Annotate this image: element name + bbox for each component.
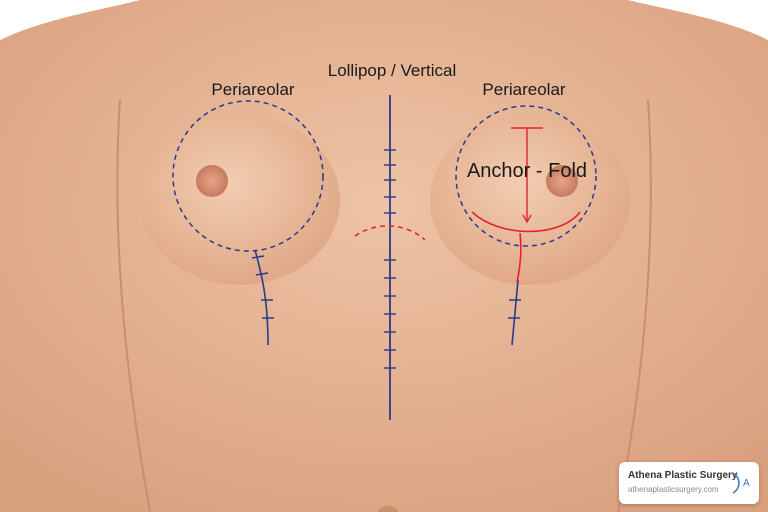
right-nipple	[546, 165, 578, 197]
right-periareolar-label: Periareolar	[482, 80, 566, 99]
navel	[378, 506, 398, 512]
left-nipple	[196, 165, 228, 197]
center-ticks	[384, 149, 396, 369]
badge-url: athenaplasticsurgery.com	[628, 485, 719, 494]
anchor-fold-incision	[471, 211, 581, 233]
badge-name: Athena Plastic Surgery	[628, 470, 738, 481]
right-breast	[430, 115, 630, 285]
lollipop-vertical-label: Lollipop / Vertical	[327, 61, 457, 80]
left-periareolar-label: Periareolar	[211, 80, 295, 99]
svg-text:A: A	[743, 478, 750, 489]
arm-left-edge	[116, 99, 151, 512]
inframammary-red-dashed	[354, 225, 426, 241]
watermark-badge: Athena Plastic Surgery athenaplasticsurg…	[619, 462, 759, 504]
right-vertical-incision	[511, 279, 519, 346]
athena-logo-icon: A	[727, 470, 753, 501]
left-periareolar-incision	[172, 100, 324, 252]
anchor-fold-label: Anchor - Fold	[466, 160, 588, 182]
left-breast	[140, 115, 340, 285]
right-periareolar-incision	[455, 105, 597, 247]
